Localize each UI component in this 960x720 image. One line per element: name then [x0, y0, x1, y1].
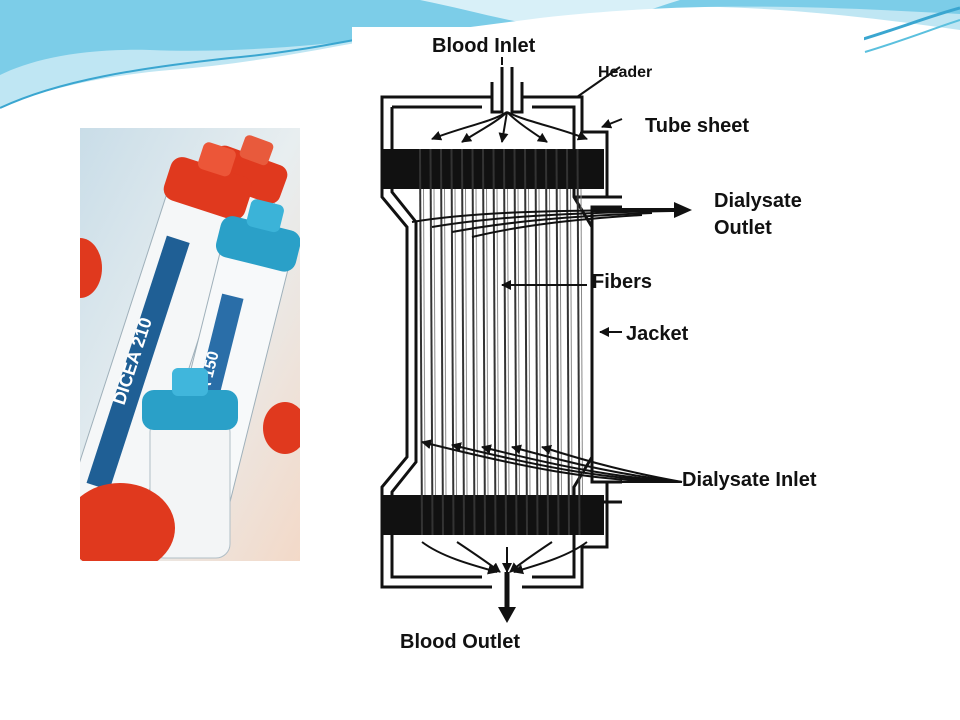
blood-outlet-arrow — [498, 572, 516, 623]
blood-outlet-flow-arrows — [421, 541, 588, 575]
fiber — [450, 148, 455, 536]
hemodialyzer-diagram: Blood Inlet Header Tube sheet Dialysate … — [352, 27, 864, 665]
swoosh-line-right-2 — [864, 19, 960, 53]
dialysate-inlet-flow — [421, 439, 683, 483]
fiber — [524, 148, 528, 536]
blood-inlet-flow-arrows — [431, 111, 588, 143]
label-fibers: Fibers — [592, 271, 653, 293]
fiber — [513, 148, 518, 536]
fiber — [534, 148, 539, 536]
fiber-highlight — [444, 188, 447, 496]
fiber — [482, 148, 486, 536]
fiber-highlight — [538, 188, 541, 496]
label-blood-inlet: Blood Inlet — [432, 35, 536, 57]
fiber-highlight — [423, 188, 426, 496]
fiber-highlight — [507, 188, 510, 496]
label-blood-outlet: Blood Outlet — [400, 631, 520, 653]
swoosh-line-right — [859, 6, 960, 42]
fiber-highlight — [496, 188, 499, 496]
fiber — [503, 148, 507, 536]
fiber — [566, 148, 570, 536]
fiber — [419, 148, 423, 536]
housing-outline — [380, 95, 622, 589]
fiber — [429, 148, 434, 536]
fiber-highlight — [580, 188, 583, 496]
swoosh-white-ribbon — [420, 0, 680, 29]
label-jacket: Jacket — [626, 323, 689, 345]
fiber — [471, 148, 476, 536]
fiber-highlight — [559, 188, 562, 496]
fiber-highlight — [475, 188, 478, 496]
fiber — [492, 148, 497, 536]
fiber — [461, 148, 465, 536]
fiber — [440, 148, 444, 536]
fiber-highlight — [465, 188, 468, 496]
fiber — [555, 148, 560, 536]
fiber-bundle — [419, 148, 583, 536]
fiber-highlight — [549, 188, 552, 496]
label-tube-sheet: Tube sheet — [645, 115, 750, 137]
fiber-highlight — [570, 188, 573, 496]
fiber-highlight — [454, 188, 457, 496]
pointer-arrows — [501, 57, 623, 337]
red-cap-foreground — [80, 483, 175, 561]
fiber-highlight — [517, 188, 520, 496]
fiber-highlight — [528, 188, 531, 496]
diagram-drawing — [380, 57, 692, 623]
fiber-highlight — [486, 188, 489, 496]
blood-inlet-pipe — [490, 67, 524, 114]
bottom-tube-sheet — [382, 495, 604, 535]
red-cap-left — [80, 238, 102, 298]
dialysate-outlet-arrow — [592, 202, 692, 218]
jacket-outlet-port — [574, 195, 622, 227]
swoosh-band-mid — [0, 0, 960, 75]
dialyzer-photo: DICEA 210 ULTRA 150 — [80, 128, 300, 561]
label-header: Header — [598, 64, 653, 81]
label-dialysate-inlet: Dialysate Inlet — [682, 469, 817, 491]
label-dialysate-outlet-line2: Outlet — [714, 217, 772, 239]
label-dialysate-outlet-line1: Dialysate — [714, 190, 802, 212]
cartridge-dicea: DICEA 210 — [80, 142, 253, 547]
fiber-highlight — [433, 188, 436, 496]
fiber — [545, 148, 549, 536]
